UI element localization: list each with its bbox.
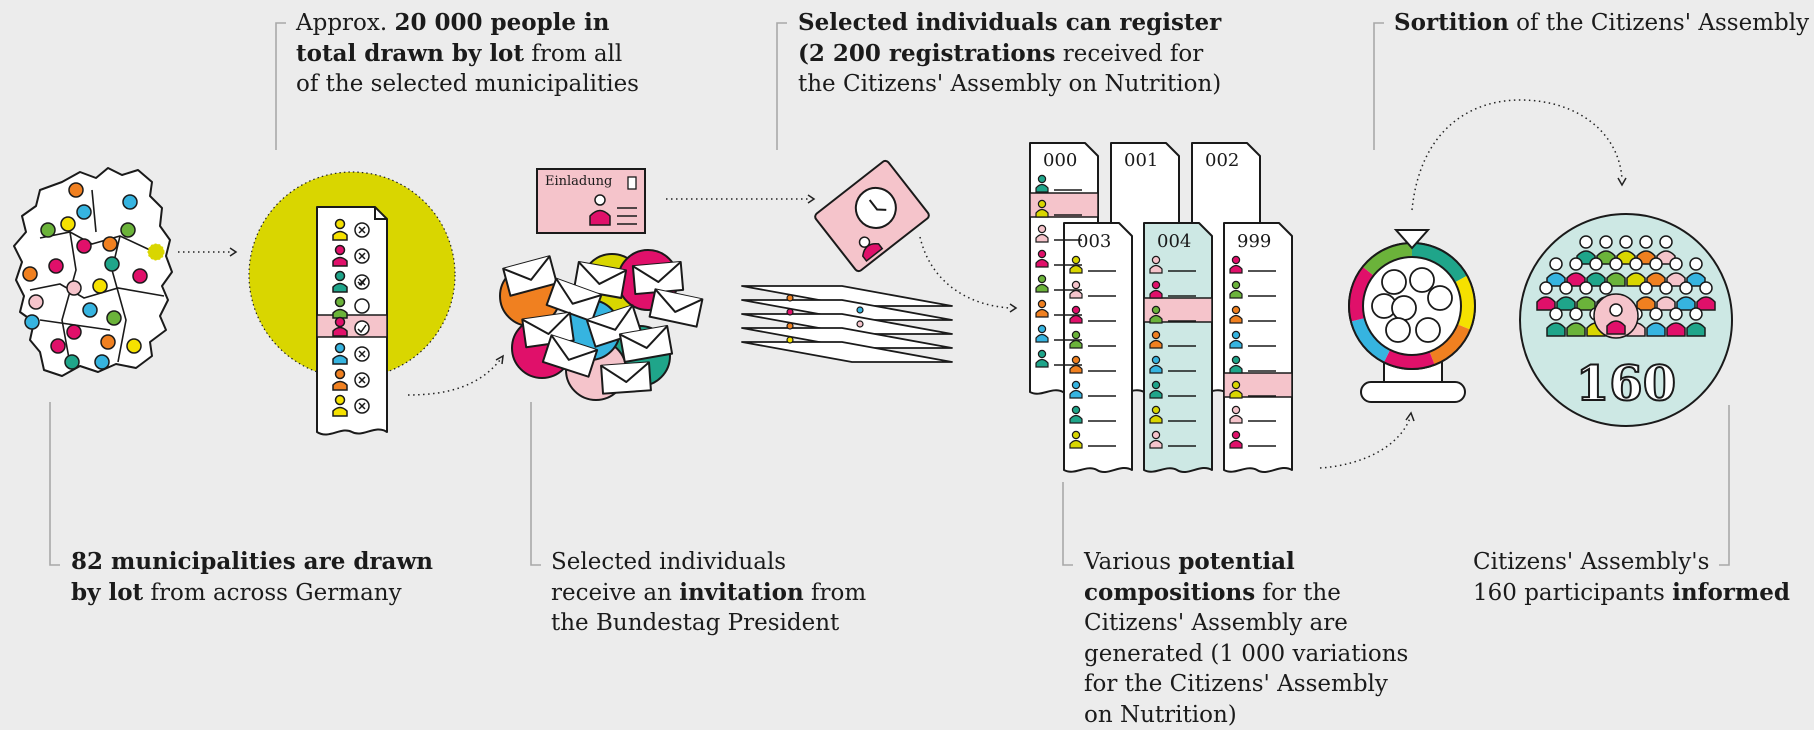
- list-label-004: 004: [1157, 231, 1191, 252]
- invitation-card-label: Einladung: [545, 174, 613, 189]
- lottery-wheel-icon: [1348, 229, 1476, 403]
- people-drawn-icon: [248, 171, 456, 436]
- invitation-icon: [499, 168, 704, 401]
- composition-lists-icon: 000 001 002 003 004 999: [1029, 142, 1293, 473]
- caption-step2: Approx. 20 000 people in total drawn by …: [296, 9, 639, 97]
- germany-map-icon: [13, 167, 173, 377]
- list-label-003: 003: [1077, 231, 1111, 252]
- list-label-000: 000: [1043, 150, 1077, 171]
- flow-arrows: [178, 99, 1627, 469]
- caption-step5: Various potential compositions for the C…: [1084, 548, 1409, 728]
- assembly-icon: 160: [1519, 213, 1733, 427]
- leader-lines: [49, 22, 1730, 566]
- caption-step4: Selected individuals can register (2 200…: [798, 9, 1222, 97]
- registration-icon: [741, 159, 953, 363]
- caption-step6: Sortition of the Citizens' Assembly: [1394, 9, 1810, 36]
- assembly-count: 160: [1576, 356, 1676, 412]
- caption-step3: Selected individuals receive an invitati…: [551, 549, 867, 636]
- list-label-999: 999: [1237, 231, 1271, 252]
- list-label-001: 001: [1124, 150, 1158, 171]
- caption-step7: Citizens' Assembly's 160 participants in…: [1473, 549, 1790, 606]
- caption-step1: 82 municipalities are drawn by lot from …: [71, 548, 433, 606]
- list-label-002: 002: [1205, 150, 1239, 171]
